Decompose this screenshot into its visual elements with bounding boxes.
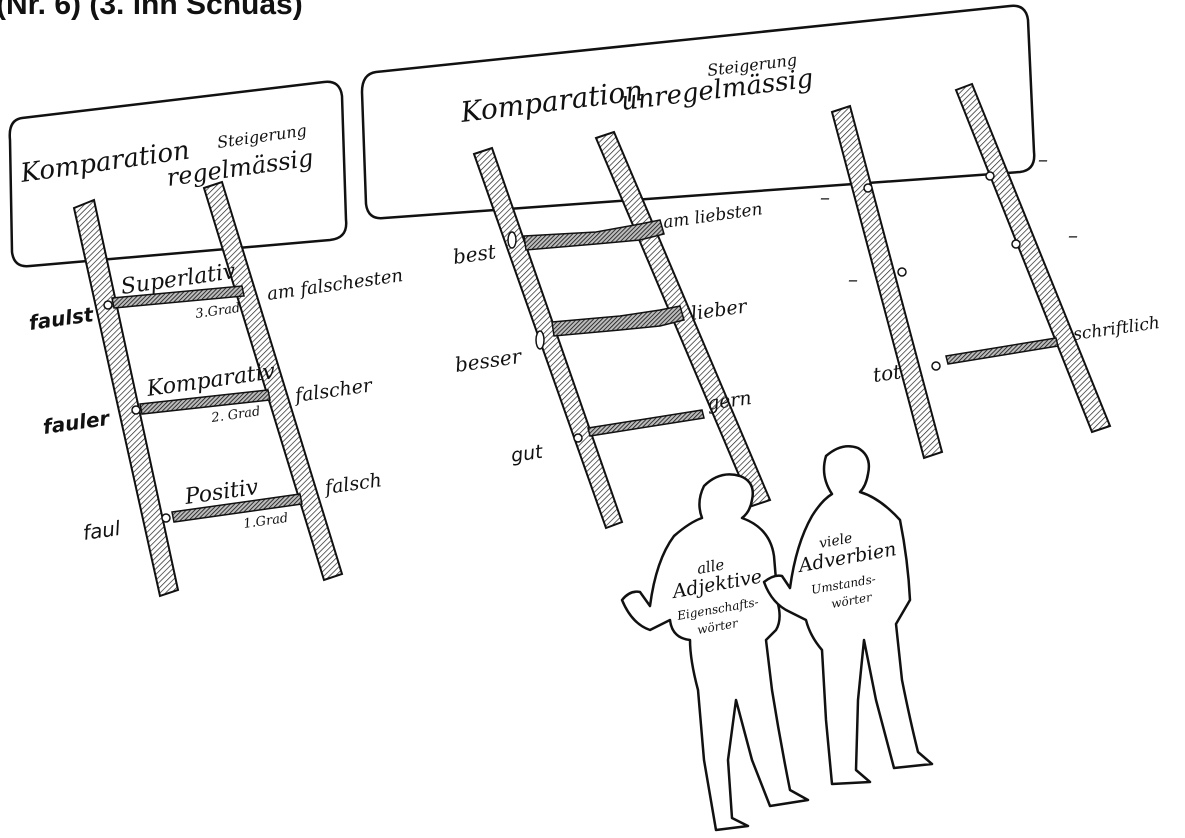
regular-left-2: fauler bbox=[41, 406, 112, 439]
third-ladder-dash-1: – bbox=[1038, 147, 1048, 171]
regular-left-3: faulst bbox=[27, 302, 96, 335]
figure-adverbien: viele Adverbien Umstands- wörter bbox=[762, 445, 934, 786]
third-ladder-right: schriftlich bbox=[1072, 313, 1161, 345]
third-ladder-dash-3: – bbox=[1068, 223, 1078, 247]
regular-rung-1 bbox=[161, 493, 303, 523]
regular-degree-1: 1.Grad bbox=[242, 511, 289, 532]
third-ladder-dash-2: – bbox=[820, 185, 830, 209]
header-fragment: (Nr. 6) (3. inn Schuas) bbox=[0, 0, 303, 21]
regular-degree-2: 2. Grad bbox=[209, 404, 261, 426]
figure-2-line-1: viele bbox=[818, 530, 854, 552]
irregular-left-2: besser bbox=[453, 344, 524, 377]
regular-rung-3 bbox=[103, 285, 245, 310]
figure-1-line-1: alle bbox=[696, 555, 726, 578]
regular-left-1: faul bbox=[81, 516, 122, 545]
regular-degree-3: 3.Grad bbox=[194, 301, 241, 322]
figure-adjektive: alle Adjektive Eigenschafts- wörter bbox=[620, 473, 810, 832]
regular-right-2: falscher bbox=[292, 374, 376, 407]
irregular-right-3: am liebsten bbox=[662, 199, 764, 233]
irregular-ladder: best am liebsten besser lieber gut gern bbox=[451, 130, 772, 530]
regular-right-3: am falschesten bbox=[266, 265, 405, 305]
irregular-rung-1 bbox=[573, 409, 705, 443]
regular-right-1: falsch bbox=[322, 469, 384, 499]
third-ladder-dash-4: – bbox=[848, 267, 858, 291]
third-ladder-left: tot bbox=[871, 359, 903, 387]
irregular-left-1: gut bbox=[510, 441, 546, 467]
irregular-right-2: lieber bbox=[690, 295, 750, 325]
regular-rung-2 bbox=[131, 389, 271, 415]
irregular-rung-2 bbox=[535, 305, 685, 350]
irregular-left-3: best bbox=[451, 239, 498, 269]
irregular-rung-3 bbox=[507, 219, 665, 251]
regular-sign: Komparation Steigerung regelmässig bbox=[8, 80, 348, 268]
irregular-sign: Komparation Steigerung unregelmässig bbox=[360, 4, 1036, 220]
